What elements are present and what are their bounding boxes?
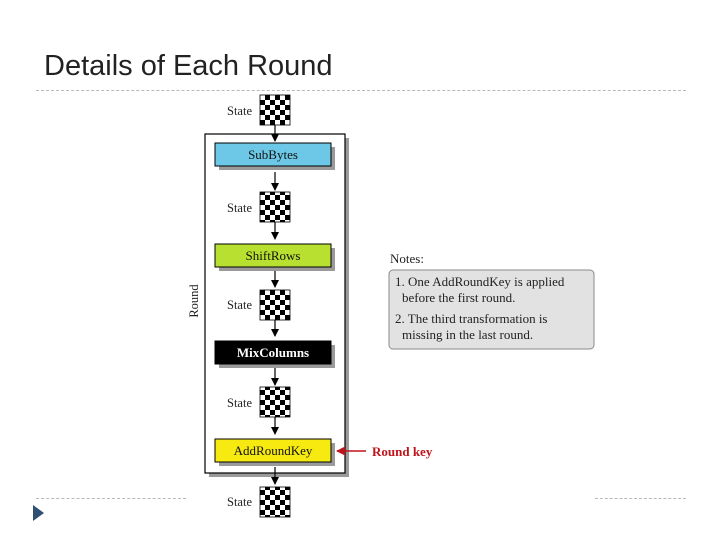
state-label: State <box>227 495 252 509</box>
step-addroundkey: AddRoundKey <box>214 438 335 466</box>
round-key-label: Round key <box>372 444 433 459</box>
step-mixcolumns: MixColumns <box>214 340 335 368</box>
step-label: SubBytes <box>248 147 298 162</box>
note-2-line-2: missing in the last round. <box>402 327 533 342</box>
step-subbytes: SubBytes <box>214 142 335 170</box>
state-label: State <box>227 104 252 118</box>
step-label: ShiftRows <box>246 248 301 263</box>
footer-divider-left <box>36 498 186 499</box>
step-shiftrows: ShiftRows <box>214 243 335 271</box>
round-label: Round <box>187 284 201 318</box>
nav-arrow-icon[interactable] <box>33 505 44 521</box>
notes-box <box>388 269 595 350</box>
state-label: State <box>227 396 252 410</box>
step-label: MixColumns <box>237 345 309 360</box>
state-label: State <box>227 298 252 312</box>
footer-divider-right <box>595 498 686 499</box>
note-2-line-1: 2. The third transformation is <box>395 311 547 326</box>
note-1-line-2: before the first round. <box>402 290 515 305</box>
notes-heading: Notes: <box>390 251 424 266</box>
state-matrix <box>259 289 291 321</box>
state-matrix <box>259 94 291 126</box>
title-divider <box>36 90 686 91</box>
state-matrix <box>259 386 291 418</box>
slide-title: Details of Each Round <box>44 50 333 82</box>
state-matrix <box>259 486 291 518</box>
note-1-line-1: 1. One AddRoundKey is applied <box>395 274 565 289</box>
step-label: AddRoundKey <box>234 443 313 458</box>
state-label: State <box>227 201 252 215</box>
state-matrix <box>259 191 291 223</box>
